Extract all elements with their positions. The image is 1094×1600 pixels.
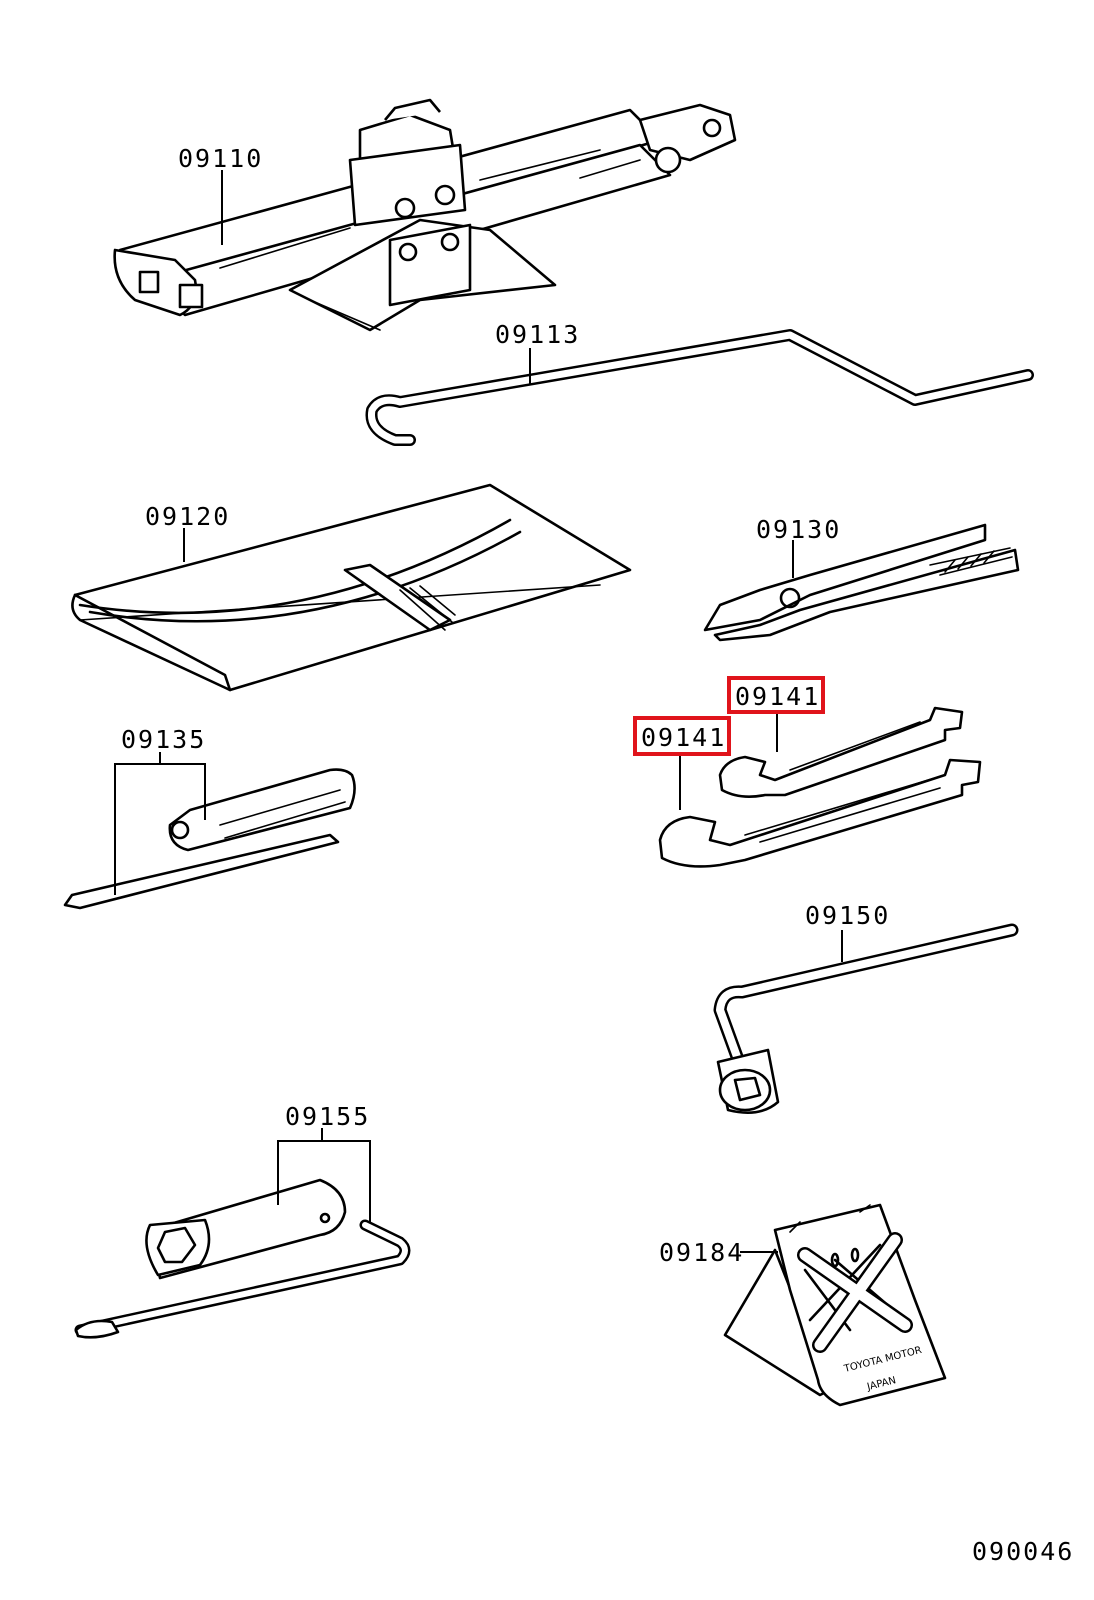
label-wheel-chock: 09184 [659,1238,745,1267]
wrench-upper-illustration [718,706,964,798]
plug-wrench-illustration [74,1178,411,1339]
pliers-illustration [703,523,1020,642]
jack-illustration [113,98,737,332]
lug-wrench-illustration [713,923,1019,1114]
label-jack-handle: 09113 [495,320,581,349]
highlight-box-wrench-upper [727,676,825,714]
label-wrench-upper: 09141 [735,682,821,711]
wheel-chock-illustration: TOYOTA MOTOR JAPAN [723,1203,947,1407]
diagram-reference-number: 090046 [972,1537,1075,1566]
jack-handle-illustration [365,329,1034,446]
label-pliers: 09130 [756,515,842,544]
label-lug-wrench: 09150 [805,901,891,930]
screwdriver-illustration [63,768,356,910]
label-screwdriver: 09135 [121,725,207,754]
label-jack: 09110 [178,144,264,173]
tool-bag-illustration [71,483,632,692]
highlight-box-wrench-lower [633,716,731,756]
label-wrench-lower: 09141 [641,723,727,752]
wrench-lower-illustration [658,758,982,868]
label-plug-wrench: 09155 [285,1102,371,1131]
label-tool-bag: 09120 [145,502,231,531]
